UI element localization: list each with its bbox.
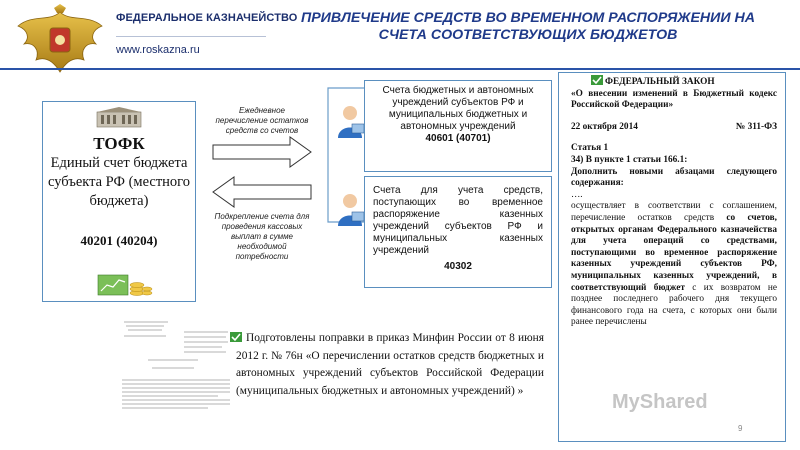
slide-title-line-2: СЧЕТА СООТВЕТСТВУЮЩИХ БЮДЖЕТОВ xyxy=(378,27,678,43)
person-icon xyxy=(338,194,364,226)
law-paragraph-part-2: со счетов, открытых органам Федерального… xyxy=(571,212,777,293)
left-arrow-label: Подкрепление счета для проведения кассов… xyxy=(214,212,310,261)
header-divider xyxy=(116,36,266,37)
tofk-description: Единый счет бюджета субъекта РФ (местног… xyxy=(48,155,190,209)
federal-law-box: ФЕДЕРАЛЬНЫЙ ЗАКОН «О внесении изменений … xyxy=(558,72,786,442)
watermark: MyShared xyxy=(612,391,708,413)
account-code: 40302 xyxy=(444,261,472,272)
account-description: Счета бюджетных и автономных учреждений … xyxy=(382,85,534,132)
agency-name: ФЕДЕРАЛЬНОЕ КАЗНАЧЕЙСТВО xyxy=(116,12,298,24)
left-arrow-icon xyxy=(212,176,312,208)
website-link[interactable]: www.roskazna.ru xyxy=(116,44,200,56)
law-point: 34) В пункте 1 статьи 166.1: xyxy=(571,154,688,165)
emblem-icon xyxy=(17,4,103,73)
tofk-heading: ТОФК xyxy=(93,134,145,153)
slide-title-line-1: ПРИВЛЕЧЕНИЕ СРЕДСТВ ВО ВРЕМЕННОМ РАСПОРЯ… xyxy=(300,10,756,26)
right-arrow-icon xyxy=(212,136,312,168)
page-number: 9 xyxy=(738,424,743,433)
account-description: Счета для учета средств, поступающих во … xyxy=(373,185,543,256)
tofk-account-number: 40201 (40204) xyxy=(80,233,158,248)
right-arrow-label: Ежедневное перечисление остатков средств… xyxy=(215,106,309,135)
slide-title: ПРИВЛЕЧЕНИЕ СРЕДСТВ ВО ВРЕМЕННОМ РАСПОРЯ… xyxy=(268,10,788,44)
law-subject: «О внесении изменений в Бюджетный кодекс… xyxy=(571,88,777,111)
law-heading: ФЕДЕРАЛЬНЫЙ ЗАКОН xyxy=(605,77,715,87)
checkmark-icon xyxy=(591,75,603,85)
law-date: 22 октября 2014 xyxy=(571,121,638,132)
law-paragraph-part-3: с их возвратом не позднее последнего раб… xyxy=(571,282,777,328)
title-rule xyxy=(0,68,800,70)
amendment-note: Подготовлены поправки в приказ Минфин Ро… xyxy=(230,330,544,400)
law-article: Статья 1 xyxy=(571,143,609,154)
law-ellipsis: …. xyxy=(571,189,583,200)
person-icon xyxy=(338,106,364,138)
law-instruction: Дополнить новыми абзацами следующего сод… xyxy=(571,166,777,189)
money-chart-icon xyxy=(97,274,153,296)
amendment-text: Подготовлены поправки в приказ Минфин Ро… xyxy=(236,332,544,397)
checkmark-icon xyxy=(230,332,242,342)
law-paragraph-part-1: осуществляет в соответствии с соглашение… xyxy=(571,201,777,223)
account-box-budget-institutions: Счета бюджетных и автономных учреждений … xyxy=(364,80,552,172)
document-thumbnail xyxy=(118,310,234,432)
account-code: 40601 (40701) xyxy=(425,133,491,144)
building-icon xyxy=(96,107,142,128)
account-box-temporary-funds: Счета для учета средств, поступающих во … xyxy=(364,176,552,288)
law-number: № 311-ФЗ xyxy=(735,121,777,132)
tofk-box: ТОФК Единый счет бюджета субъекта РФ (ме… xyxy=(42,101,196,302)
